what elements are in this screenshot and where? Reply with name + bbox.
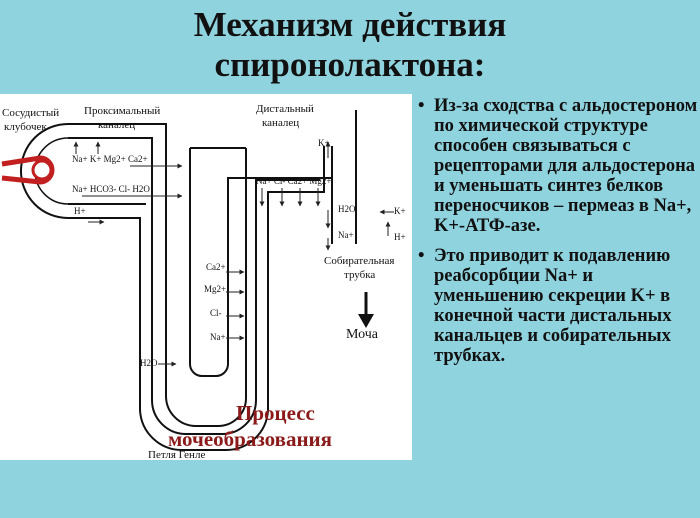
bullet-text: Это приводит к подавлению реабсорбции Na… bbox=[434, 246, 672, 366]
ions-distal-row: Na+ Cl- Ca2+ Mg2+ bbox=[256, 176, 331, 186]
ion-collect-h: H+ bbox=[394, 232, 406, 242]
bullet-item: • Это приводит к подавлению реабсорбции N… bbox=[410, 246, 700, 366]
ion-proximal-h: H+ bbox=[74, 206, 86, 216]
label-process-2: мочеобразования bbox=[168, 427, 332, 451]
label-proximal-1: Проксимальный bbox=[84, 105, 160, 117]
label-collecting-2: трубка bbox=[344, 269, 375, 281]
ions-proximal-row1: Na+ K+ Mg2+ Ca2+ bbox=[72, 154, 148, 164]
ion-collect-h2o: H2O bbox=[338, 204, 356, 214]
nephron-diagram: Сосудистый клубочек Проксимальный канале… bbox=[0, 94, 412, 461]
bullet-text: Из-за сходства с альдостероном по химиче… bbox=[434, 96, 698, 236]
label-glomerulus-2: клубочек bbox=[4, 121, 47, 133]
bullet-list: • Из-за сходства с альдостероном по химич… bbox=[410, 96, 700, 376]
label-distal-1: Дистальный bbox=[256, 103, 314, 115]
ion-loop-cl: Cl- bbox=[210, 308, 222, 318]
bullet-marker: • bbox=[418, 246, 425, 266]
ion-loop-h2o: H2O bbox=[140, 358, 158, 368]
slide-title-line1: Механизм действия bbox=[193, 5, 507, 44]
label-process-1: Процесс bbox=[236, 401, 315, 425]
label-urine: Моча bbox=[346, 327, 379, 342]
bullet-item: • Из-за сходства с альдостероном по химич… bbox=[410, 96, 700, 236]
label-collecting-1: Собирательная bbox=[324, 255, 394, 267]
bullet-marker: • bbox=[418, 96, 425, 116]
ions-proximal-row2: Na+ HCO3- Cl- H2O bbox=[72, 184, 150, 194]
label-glomerulus-1: Сосудистый bbox=[2, 107, 59, 119]
ion-distal-k: K+ bbox=[318, 138, 330, 148]
glomerulus-shape bbox=[1, 123, 69, 219]
ion-collect-k: K+ bbox=[394, 206, 406, 216]
slide-title-line2: спиронолактона: bbox=[214, 45, 486, 84]
urine-arrow bbox=[358, 292, 374, 328]
transport-arrows bbox=[73, 141, 394, 367]
tubule-outline bbox=[68, 110, 357, 452]
label-loop: Петля Генле bbox=[148, 449, 205, 460]
ion-collect-na: Na+ bbox=[338, 230, 354, 240]
nephron-svg: Сосудистый клубочек Проксимальный канале… bbox=[1, 103, 406, 461]
label-proximal-2: каналец bbox=[98, 119, 135, 131]
label-distal-2: каналец bbox=[262, 117, 299, 129]
ion-loop-mg: Mg2+ bbox=[204, 284, 226, 294]
ion-loop-na: Na+ bbox=[210, 332, 226, 342]
ion-loop-ca: Ca2+ bbox=[206, 262, 226, 272]
